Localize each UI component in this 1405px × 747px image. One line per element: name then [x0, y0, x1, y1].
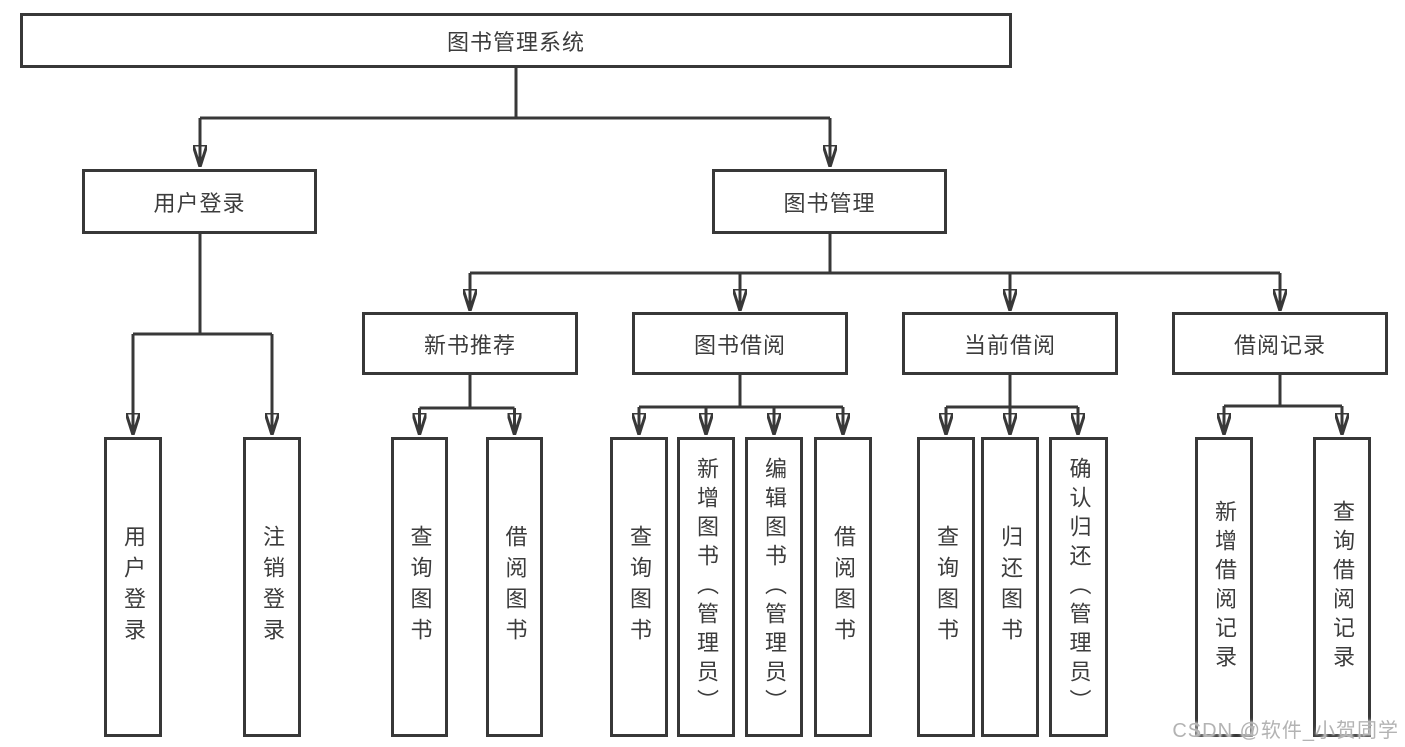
leaf-edit-book-admin: 编辑图书（管理员）	[745, 437, 803, 737]
node-user-login: 用户登录	[82, 169, 317, 234]
leaf-current-query-books: 查询图书	[917, 437, 975, 737]
node-current-borrow-label: 当前借阅	[963, 332, 1056, 358]
leaf-query-borrow-record: 查询借阅记录	[1313, 437, 1371, 737]
node-user-login-label: 用户登录	[153, 190, 246, 216]
node-new-book-recommend: 新书推荐	[362, 312, 578, 375]
node-root: 图书管理系统	[20, 13, 1012, 68]
leaf-return-books: 归还图书	[981, 437, 1039, 737]
node-borrow-records-label: 借阅记录	[1233, 332, 1326, 358]
node-book-management: 图书管理	[712, 169, 947, 234]
leaf-borrow-books: 借阅图书	[814, 437, 872, 737]
node-new-book-recommend-label: 新书推荐	[423, 332, 516, 358]
leaf-confirm-return-admin: 确认归还（管理员）	[1049, 437, 1108, 737]
leaf-add-borrow-record: 新增借阅记录	[1195, 437, 1253, 737]
node-book-borrow: 图书借阅	[632, 312, 848, 375]
leaf-recommend-query-books: 查询图书	[391, 437, 448, 737]
node-current-borrow: 当前借阅	[902, 312, 1118, 375]
leaf-user-login: 用户登录	[104, 437, 162, 737]
leaf-recommend-borrow-books: 借阅图书	[486, 437, 543, 737]
watermark: CSDN @软件_小贺同学	[1172, 720, 1399, 742]
node-book-management-label: 图书管理	[783, 190, 876, 216]
node-root-label: 图书管理系统	[446, 29, 585, 55]
leaf-borrow-query-books: 查询图书	[610, 437, 668, 737]
leaf-logout: 注销登录	[243, 437, 301, 737]
node-book-borrow-label: 图书借阅	[693, 332, 786, 358]
node-borrow-records: 借阅记录	[1172, 312, 1388, 375]
leaf-add-book-admin: 新增图书（管理员）	[677, 437, 735, 737]
